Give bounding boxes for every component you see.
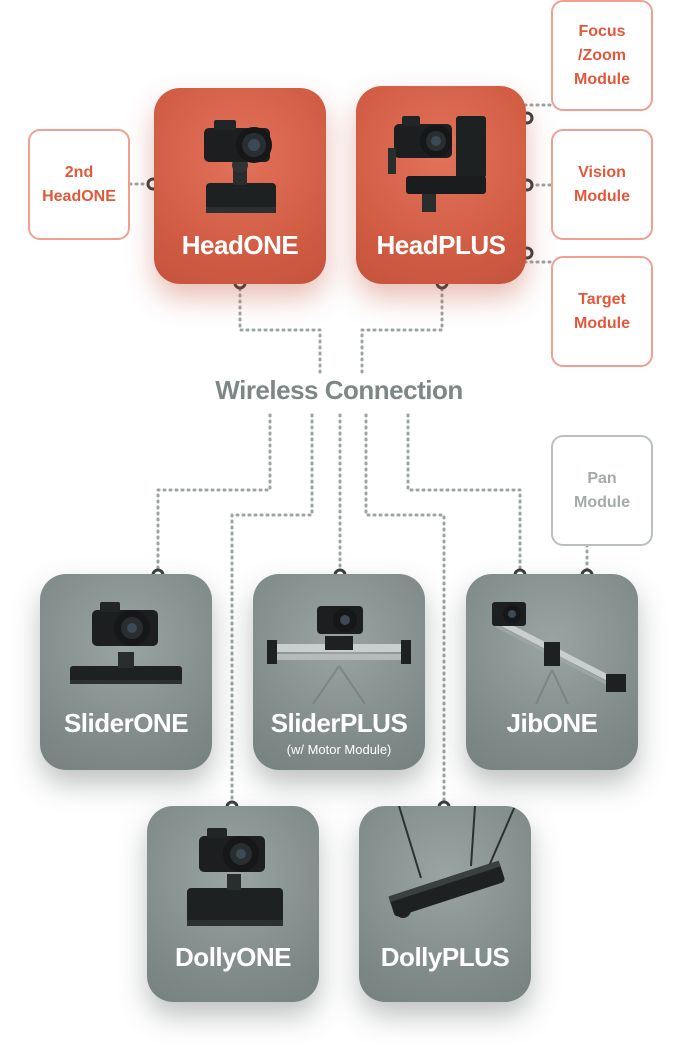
jibone-card: JibONE [466,574,638,770]
module-target: Target Module [551,256,653,367]
slider-icon [70,602,182,684]
device-label: DollyPLUS [380,942,510,972]
sliderplus-card: SliderPLUS (w/ Motor Module) [253,574,425,770]
sliderone-card: SliderONE [40,574,212,770]
device-label: DollyONE [175,942,291,972]
slider-icon [267,606,411,705]
headone-card: HeadONE [154,88,326,284]
device-label: SliderPLUS [270,708,408,738]
device-note: (w/ Motor Module) [286,742,392,757]
module-vision: Vision Module [551,129,653,240]
wireless-connection-label: Wireless Connection [215,375,463,405]
dollyone-card: DollyONE [147,806,319,1002]
device-label: JibONE [506,708,598,738]
device-label: HeadONE [181,230,299,260]
module-focus-zoom: Focus /Zoom Module [551,0,653,111]
device-label: HeadPLUS [376,230,506,260]
camera-head-icon [204,120,276,213]
dolly-icon [187,828,283,926]
camera-head-plus-icon [388,116,486,212]
dollyplus-card: DollyPLUS [359,806,531,1002]
cable-dolly-icon [388,806,516,918]
headplus-card: HeadPLUS [356,86,526,284]
module-2nd-headone: 2nd HeadONE [28,129,130,240]
module-pan: Pan Module [551,435,653,546]
jib-icon [492,602,626,705]
device-label: SliderONE [63,708,189,738]
